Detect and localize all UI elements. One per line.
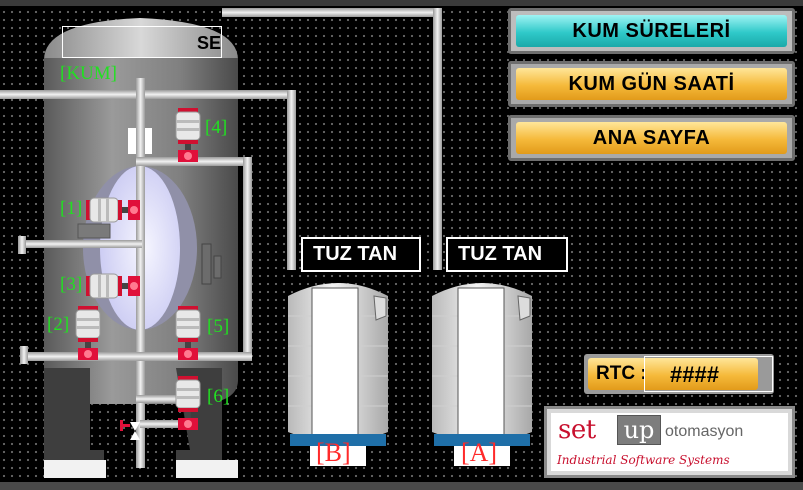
rtc-face xyxy=(588,358,758,390)
valve-4-icon[interactable] xyxy=(172,108,204,164)
valve-5-label: [5] xyxy=(207,316,230,337)
ana-sayfa-button[interactable]: ANA SAYFA xyxy=(508,115,795,161)
button-face xyxy=(516,15,787,47)
valve-1-icon[interactable] xyxy=(86,194,144,226)
button-face xyxy=(516,122,787,154)
logo-up: up xyxy=(617,415,661,445)
pipe-center-vertical xyxy=(136,78,145,468)
kum-gun-saati-button[interactable]: KUM GÜN SAATİ xyxy=(508,61,795,107)
rtc-label: RTC : xyxy=(596,363,647,384)
manual-drain-valve-icon[interactable] xyxy=(120,416,150,446)
kum-sureleri-button[interactable]: KUM SÜRELERİ xyxy=(508,8,795,54)
pipe-v6-horizontal xyxy=(136,395,196,403)
button-face xyxy=(516,68,787,100)
filter-top-text: SE xyxy=(197,33,222,53)
filter-kum-label: [KUM] xyxy=(60,63,117,84)
valve-6-label: [6] xyxy=(207,386,230,407)
logo-set: set xyxy=(558,415,596,445)
logo-inner xyxy=(551,413,788,471)
logo-tagline: Industrial Software Systems xyxy=(557,453,730,467)
logo-otomasyon: otomasyon xyxy=(665,423,744,440)
rtc-value: #### xyxy=(670,362,719,387)
pipe-top-right xyxy=(222,8,442,17)
tank-b-title: TUZ TAN xyxy=(301,237,421,272)
tank-b-label: [B] xyxy=(316,438,351,467)
pipe-right-down-b xyxy=(287,90,296,270)
valve-4-label: [4] xyxy=(205,117,228,138)
pipe-bottom-drain xyxy=(140,420,196,428)
valve-3-label: [3] xyxy=(60,274,83,295)
pipe-left-stub xyxy=(18,236,26,254)
top-strip xyxy=(0,0,803,6)
pipe-left-lower-stub xyxy=(20,346,28,364)
filter-top-box xyxy=(62,26,222,58)
pipe-lower-horizontal xyxy=(20,352,252,361)
pipe-right-vertical xyxy=(243,157,252,357)
brine-tank-b[interactable] xyxy=(286,276,390,468)
pipe-right-down-a xyxy=(433,8,442,270)
bottom-strip xyxy=(0,482,803,490)
rtc-display: RTC : #### xyxy=(584,354,774,394)
valve-2-label: [2] xyxy=(47,314,70,335)
company-logo: set up otomasyon Industrial Software Sys… xyxy=(544,406,795,478)
tank-a-title: TUZ TAN xyxy=(446,237,568,272)
valve-6-icon[interactable] xyxy=(172,376,204,432)
kum-sureleri-label: KUM SÜRELERİ xyxy=(572,19,731,42)
brine-tank-a[interactable] xyxy=(430,276,534,468)
ana-sayfa-label: ANA SAYFA xyxy=(592,126,711,149)
tank-a-label: [A] xyxy=(461,438,498,467)
valve-1-label: [1] xyxy=(60,198,83,219)
pipe-left-mid xyxy=(18,240,142,248)
valve-3-icon[interactable] xyxy=(86,270,144,302)
valve-5-icon[interactable] xyxy=(172,306,204,362)
kum-gun-saati-label: KUM GÜN SAATİ xyxy=(568,72,735,95)
rtc-value-frame xyxy=(644,356,773,392)
valve-2-icon[interactable] xyxy=(72,306,104,362)
pipe-upper-left xyxy=(0,90,296,99)
